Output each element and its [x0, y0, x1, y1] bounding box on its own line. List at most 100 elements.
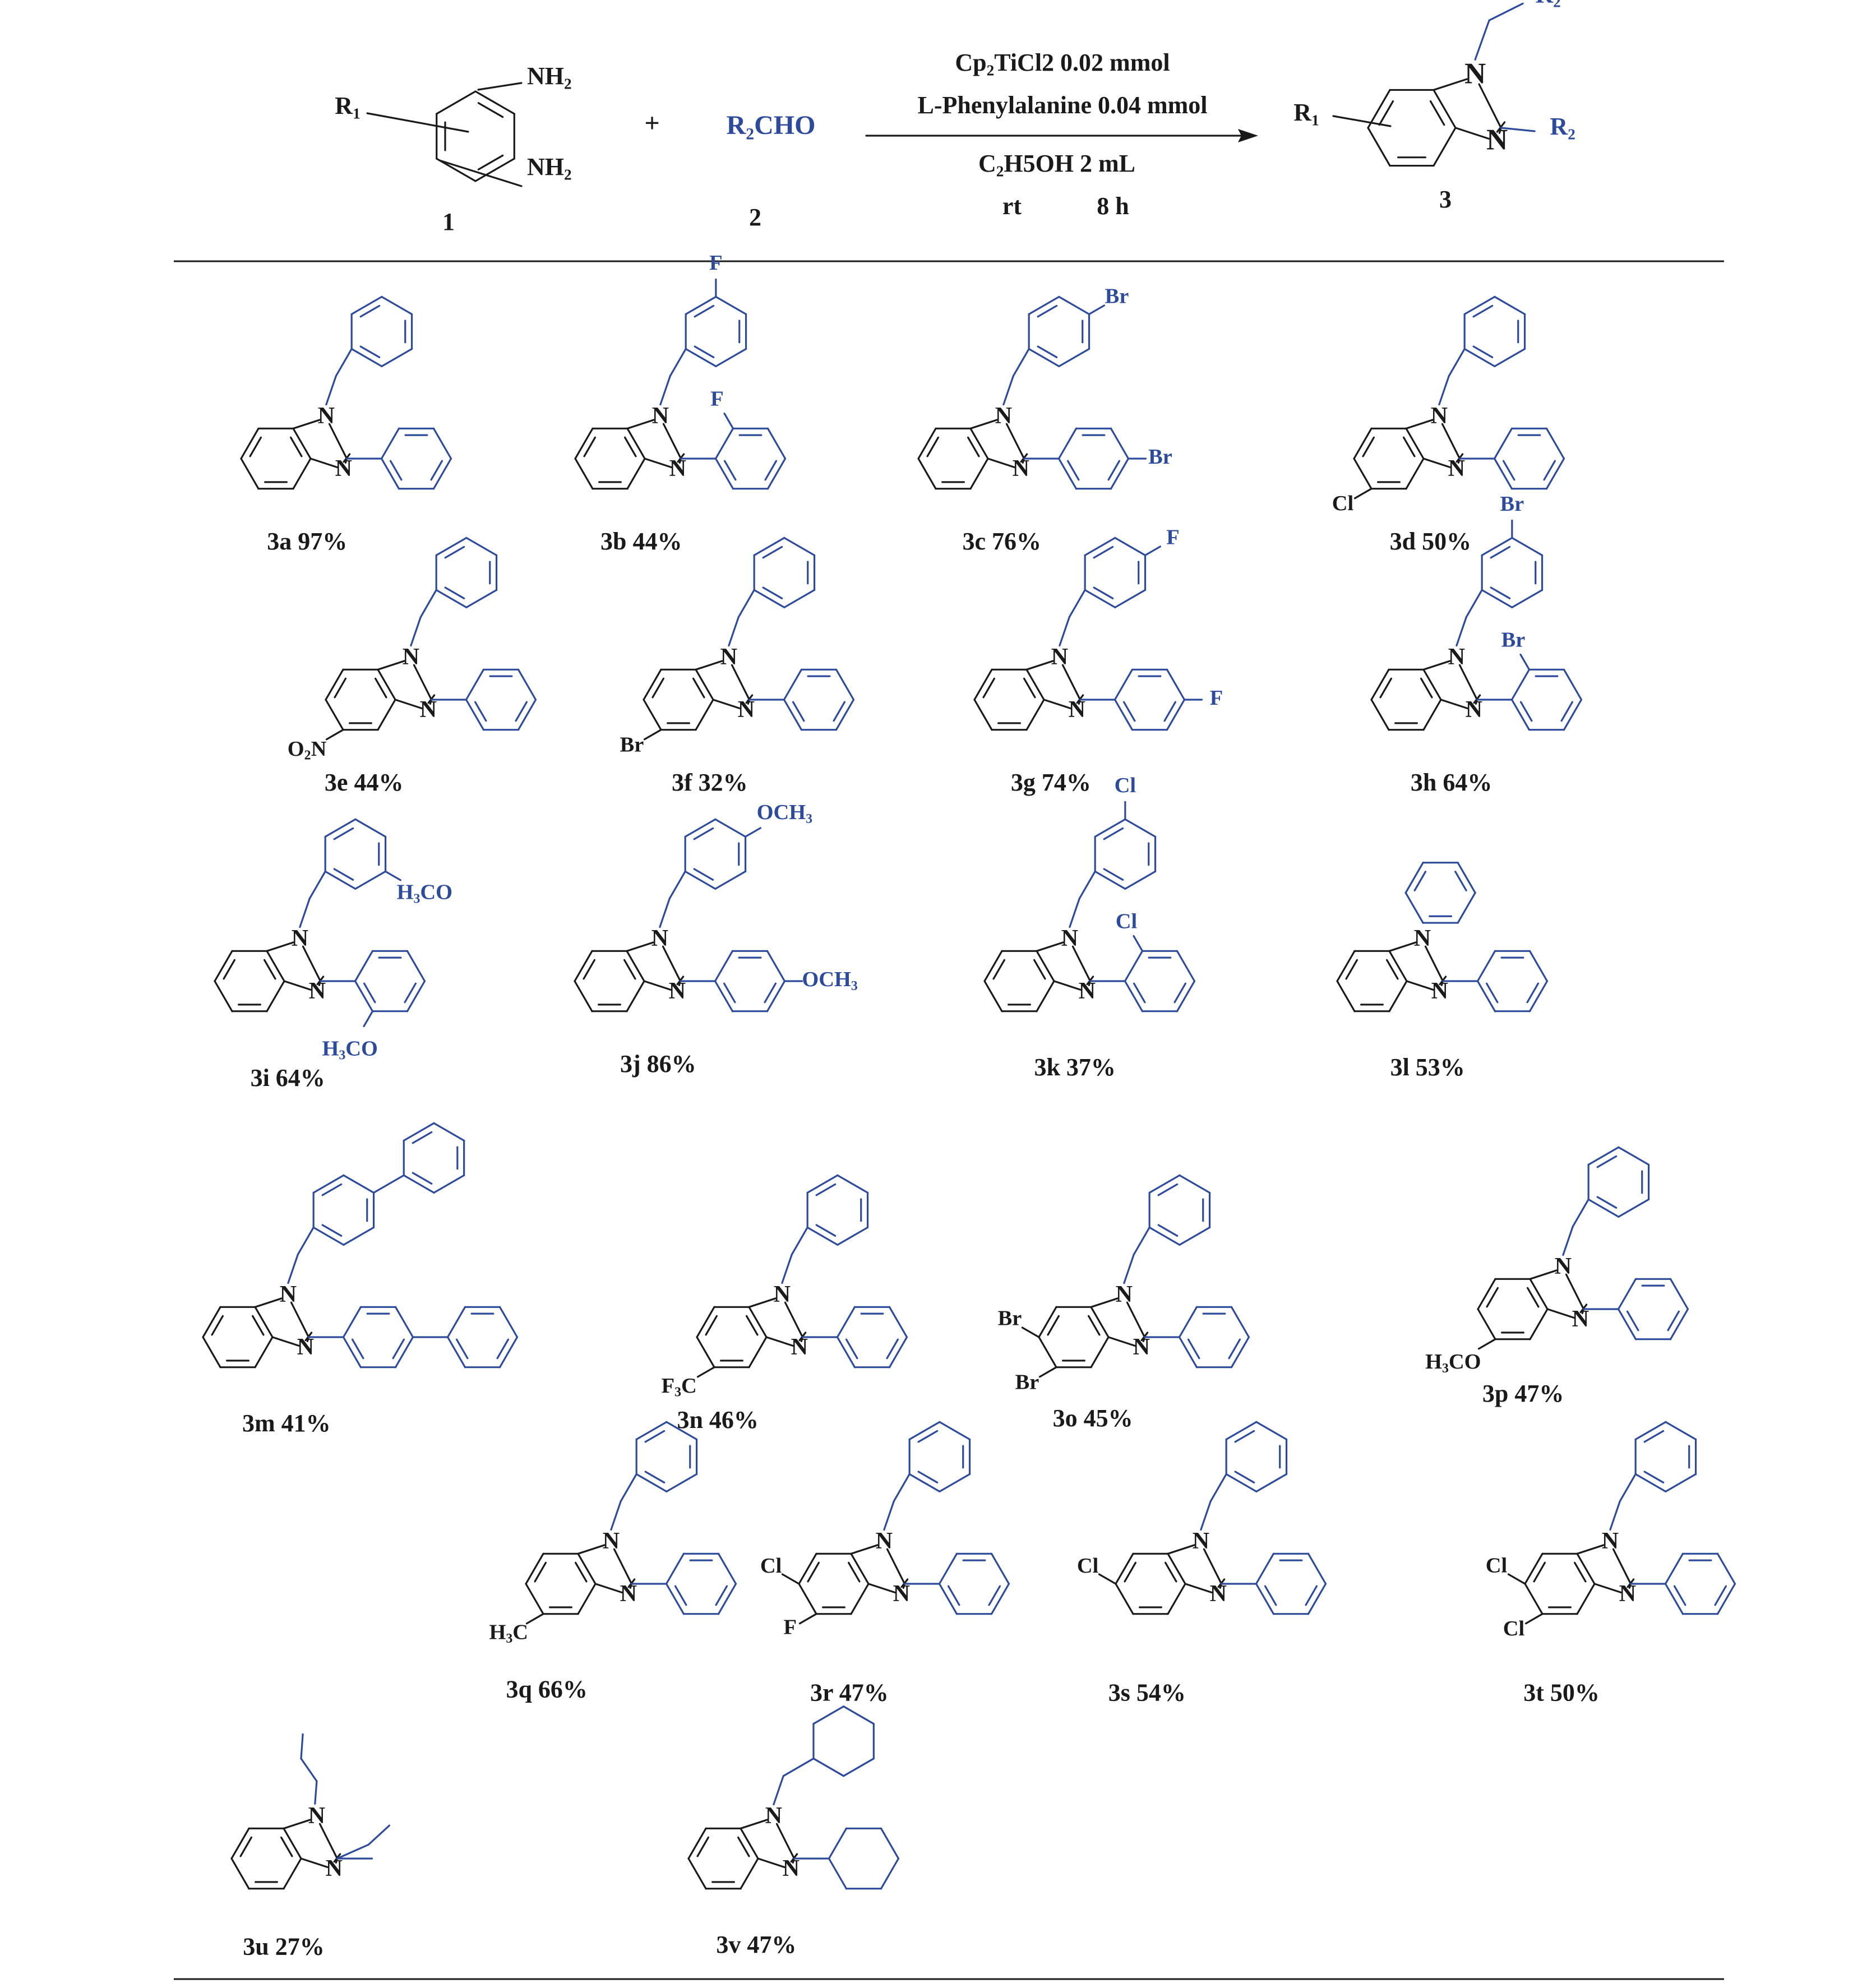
product-structure-3l: NN: [1336, 862, 1549, 1013]
r1-label: R1: [335, 92, 360, 122]
product-structure-3v: NN: [687, 1705, 900, 1890]
plus-sign: +: [644, 108, 659, 138]
benzo-substituent-label: Cl: [1503, 1617, 1525, 1640]
c2-substituent-label: Br: [1148, 445, 1172, 469]
c2-substituent-label: OCH3: [802, 968, 858, 993]
nitrogen-label: N: [893, 1580, 910, 1607]
product-structure-3s: NN Cl: [1077, 1421, 1327, 1615]
nitrogen-label: N: [1013, 455, 1029, 482]
product-caption-3o: 3o 45%: [1053, 1404, 1133, 1432]
nitrogen-label: N: [420, 696, 437, 723]
n1-substituent-label: OCH3: [757, 801, 813, 826]
product-caption-3n: 3n 46%: [677, 1406, 758, 1434]
product-caption-3e: 3e 44%: [325, 769, 404, 796]
product-structure-3d: NN Cl: [1332, 295, 1565, 515]
nitrogen-label: N: [1133, 1334, 1150, 1360]
nitrogen-label: N: [669, 978, 686, 1004]
product-structure-3n: N N F3C: [662, 1174, 908, 1400]
nitrogen-label: N: [1572, 1306, 1589, 1332]
nitrogen-label: N: [1414, 925, 1431, 951]
nitrogen-label: N: [297, 1334, 314, 1360]
product-r2-label: R2: [1550, 113, 1575, 142]
nitrogen-label: N: [1431, 403, 1448, 429]
nitrogen-label: N: [1061, 925, 1078, 951]
n1-substituent-label: Br: [1500, 492, 1524, 516]
benzo-substituent-label: H3CO: [1425, 1350, 1481, 1376]
product-caption-3l: 3l 53%: [1390, 1053, 1465, 1081]
nitrogen-label: N: [403, 644, 419, 670]
n1-substituent-label: Br: [1105, 285, 1129, 308]
n1-substituent-label: F: [709, 251, 722, 275]
nitrogen-label: N: [326, 1855, 343, 1882]
benzo-substituent-label: Br: [998, 1307, 1022, 1330]
nitrogen-label: N: [765, 1802, 782, 1829]
benzo-substituent-label: F3C: [662, 1374, 697, 1400]
c2-substituent-label: H3CO: [322, 1037, 377, 1062]
product-caption-3c: 3c 76%: [963, 528, 1042, 555]
nitrogen-label: N: [1448, 644, 1465, 670]
product-caption-3i: 3i 64%: [251, 1064, 325, 1092]
benzo-substituent-label: Cl: [1077, 1554, 1099, 1578]
condition-ligand: L-Phenylalanine 0.04 mmol: [917, 91, 1207, 119]
n1-substituent-label: H3CO: [397, 880, 452, 906]
arrow-head: [1238, 129, 1258, 142]
nitrogen-label: N: [292, 925, 308, 951]
product-caption-3t: 3t 50%: [1523, 1679, 1600, 1706]
product-caption-3q: 3q 66%: [506, 1675, 587, 1703]
nitrogen-label: N: [1464, 57, 1486, 90]
nitrogen-label: N: [1051, 644, 1068, 670]
product-caption-3a: 3a 97%: [267, 528, 347, 555]
n1-substituent-label: Cl: [1115, 774, 1136, 797]
nitrogen-label: N: [738, 696, 755, 723]
c2-substituent-label: F: [710, 387, 723, 411]
benzo-substituent-label: Br: [620, 733, 644, 757]
benzo-substituent-label: H3C: [489, 1620, 528, 1646]
product-caption-3g: 3g 74%: [1011, 769, 1091, 796]
benzo-substituent-label: Cl: [1332, 492, 1354, 515]
product-caption-3p: 3p 47%: [1482, 1380, 1564, 1407]
nitrogen-label: N: [1210, 1580, 1227, 1607]
nitrogen-label: N: [1619, 1580, 1636, 1607]
c2-substituent-label: Br: [1501, 628, 1526, 652]
nitrogen-label: N: [1448, 455, 1465, 482]
nitrogen-label: N: [876, 1528, 893, 1554]
benzo-substituent-label: Cl: [760, 1554, 782, 1578]
product-caption-3v: 3v 47%: [716, 1931, 796, 1958]
product-caption-3u: 3u 27%: [243, 1933, 324, 1960]
nitrogen-label: N: [1466, 696, 1482, 723]
product-caption-3h: 3h 64%: [1411, 769, 1492, 796]
nitrogen-label: N: [791, 1334, 808, 1360]
product-caption-3s: 3s 54%: [1108, 1679, 1186, 1706]
nitrogen-label: N: [1602, 1528, 1619, 1554]
product-caption-3j: 3j 86%: [620, 1050, 696, 1078]
amine-label: NH2: [527, 62, 572, 92]
amine-label: NH2: [527, 153, 572, 183]
product-caption-3b: 3b 44%: [600, 528, 682, 555]
product-caption-3m: 3m 41%: [242, 1409, 331, 1437]
product-caption-3k: 3k 37%: [1034, 1053, 1115, 1081]
condition-catalyst: Cp2TiCl2 0.02 mmol: [955, 49, 1170, 78]
product-caption-3f: 3f 32%: [672, 769, 748, 796]
nitrogen-label: N: [774, 1281, 791, 1307]
condition-solvent: C2H5OH 2 mL: [978, 150, 1135, 179]
nitrogen-label: N: [652, 403, 669, 429]
n1-substituent-label: F: [1166, 526, 1179, 549]
nitrogen-label: N: [651, 925, 668, 951]
nitrogen-label: N: [669, 455, 686, 482]
nitrogen-label: N: [280, 1281, 297, 1307]
nitrogen-label: N: [1193, 1528, 1209, 1554]
condition-temperature: rt: [1002, 192, 1022, 220]
benzo-substituent-label: Br: [1015, 1371, 1039, 1394]
product-r1-label: R1: [1293, 99, 1319, 128]
